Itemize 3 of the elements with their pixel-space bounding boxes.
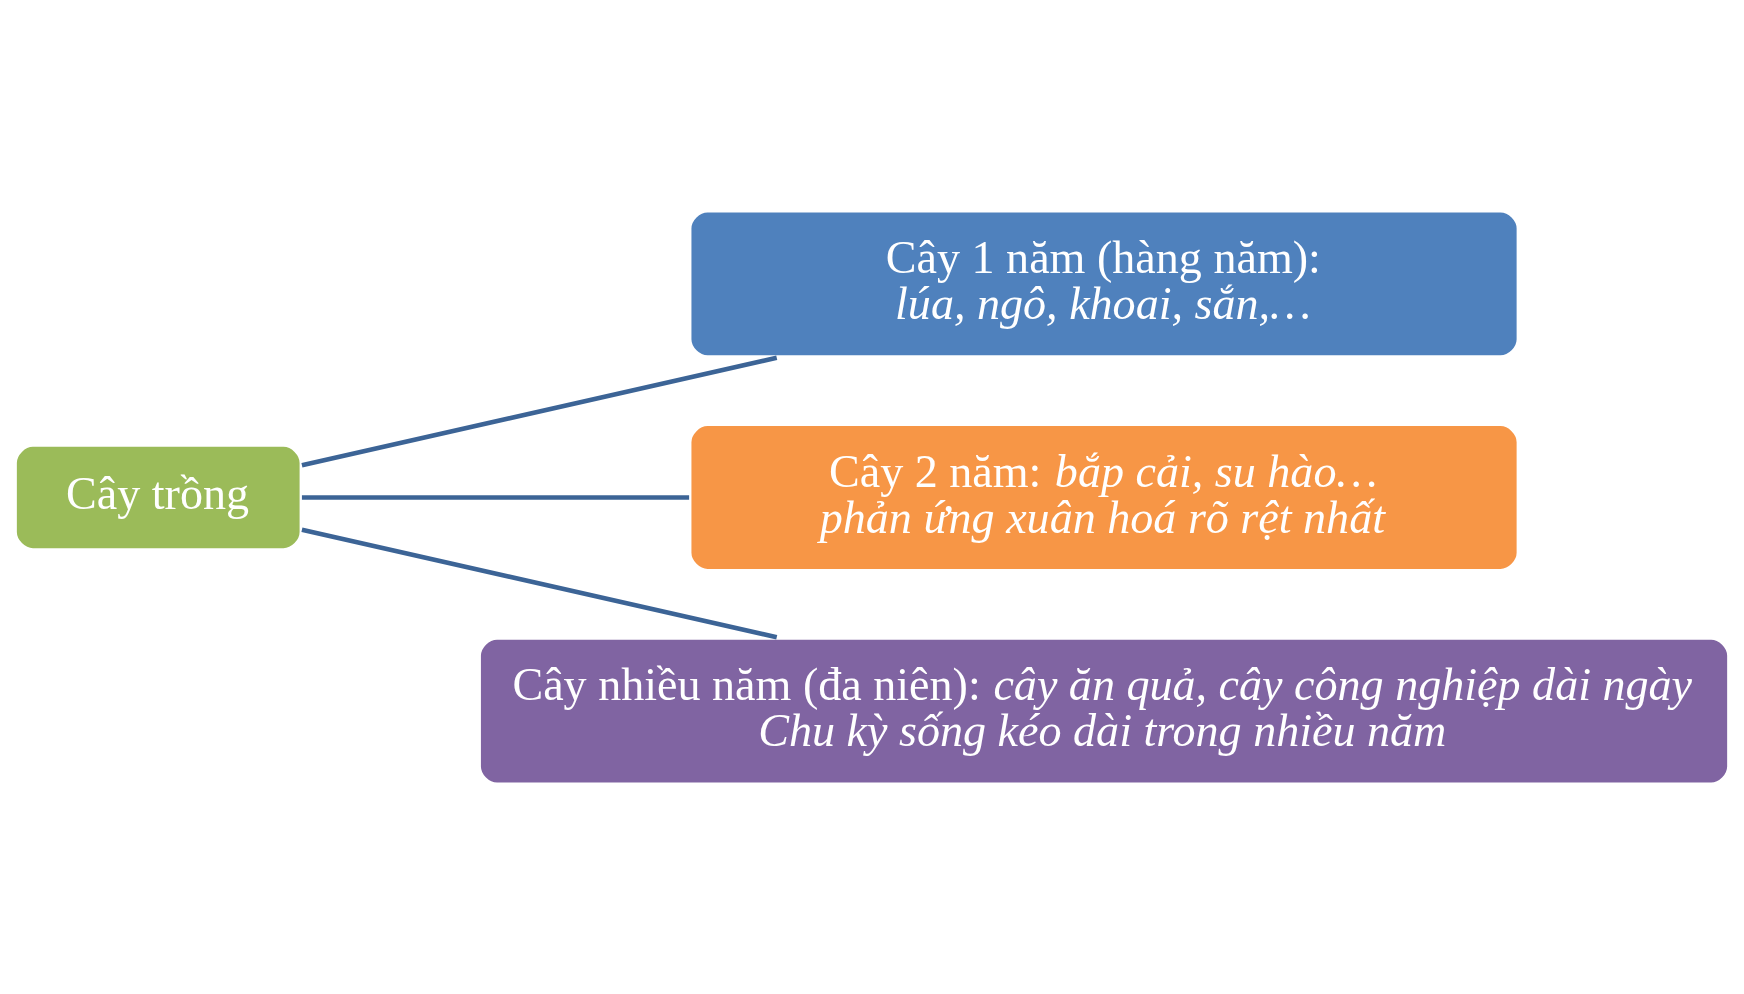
connector: [301, 494, 690, 500]
connector: [301, 526, 778, 640]
connector: [301, 354, 778, 468]
